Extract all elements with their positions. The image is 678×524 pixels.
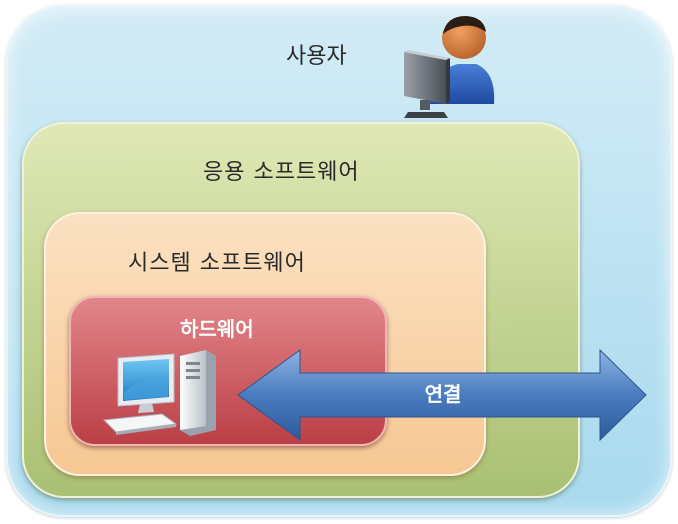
system-software-label: 시스템 소프트웨어	[128, 251, 306, 276]
application-software-label: 응용 소프트웨어	[203, 160, 360, 185]
user-label: 사용자	[286, 44, 347, 69]
hardware-label: 하드웨어	[180, 317, 254, 341]
connection-label: 연결	[424, 382, 462, 406]
